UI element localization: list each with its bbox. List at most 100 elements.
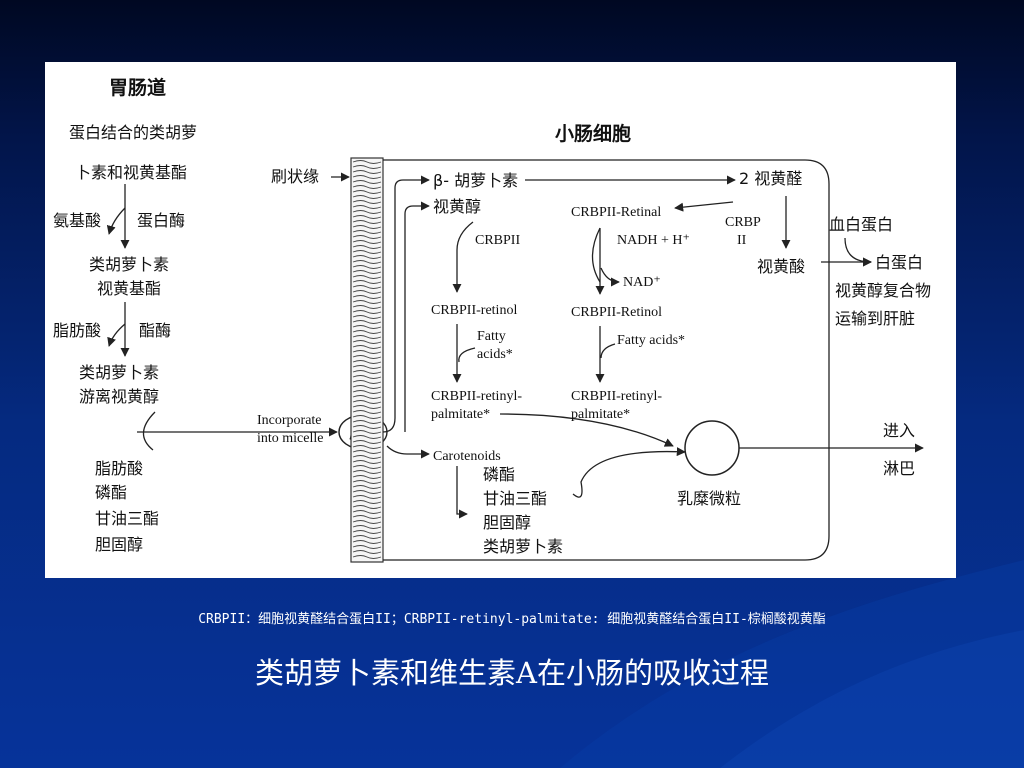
villus-line — [352, 410, 382, 414]
arrow-to-nad — [600, 267, 620, 287]
crbpii-retinyl-right-line2: palmitate* — [571, 407, 630, 422]
crbpii-retinyl-right-line1: CRBPII-retinyl- — [571, 389, 662, 404]
diagram-panel: 胃肠道 蛋白结合的类胡萝 卜素和视黄基酯 氨基酸 蛋白酶 类胡萝卜素 视黄基酯 … — [45, 62, 956, 578]
carotenoids-label: Carotenoids — [433, 449, 501, 464]
crbpii-retinal-label: CRBPII-Retinal — [571, 205, 661, 220]
fatty-acids-left-line1: Fatty — [477, 329, 506, 344]
villus-line — [352, 215, 382, 219]
villus-line — [352, 470, 382, 474]
villus-line — [352, 345, 382, 349]
villus-line — [352, 185, 382, 189]
villus-line — [352, 385, 382, 389]
arrow-retinol-to-crbpii — [452, 221, 474, 293]
crbpii-retinol-right: CRBPII-Retinol — [571, 305, 662, 320]
carotenoid-ester-line2: 视黄基酯 — [97, 279, 161, 298]
villus-line — [352, 300, 382, 304]
beta-carotene-label: β- 胡萝卜素 — [433, 171, 518, 190]
lipid-fatty-acid: 脂肪酸 — [95, 459, 143, 478]
carotenoid-ester-line1: 类胡萝卜素 — [89, 255, 169, 274]
complex-line2: 运输到肝脏 — [835, 309, 915, 328]
albumin-source-label: 血白蛋白 — [829, 215, 893, 234]
villus-line — [352, 320, 382, 324]
villus-line — [352, 180, 382, 184]
villus-line — [352, 380, 382, 384]
crbpii-retinyl-left-line2: palmitate* — [431, 407, 490, 422]
villus-line — [352, 440, 382, 444]
villus-line — [352, 530, 382, 534]
villus-line — [352, 170, 382, 174]
lymph-label: 淋巴 — [883, 459, 915, 478]
villus-line — [352, 315, 382, 319]
free-retinol-line2: 游离视黄醇 — [79, 387, 159, 406]
retinol-label: 视黄醇 — [433, 197, 481, 216]
villus-line — [352, 405, 382, 409]
protein-bound-line1: 蛋白结合的类胡萝 — [69, 123, 197, 142]
right-fatty-acid-curve — [600, 343, 616, 359]
villus-line — [352, 415, 382, 419]
crbp-line2: II — [737, 233, 747, 248]
villus-line — [352, 205, 382, 209]
villus-line — [352, 465, 382, 469]
product-triglyceride: 甘油三酯 — [483, 489, 547, 508]
arrow-to-beta-carotene — [382, 175, 430, 433]
brush-border — [350, 157, 384, 563]
villus-line — [352, 500, 382, 504]
villus-line — [352, 525, 382, 529]
lipid-phospholipid: 磷酯 — [95, 483, 127, 502]
incorporate-line2: into micelle — [257, 431, 323, 446]
villus-line — [352, 515, 382, 519]
villus-line — [352, 275, 382, 279]
villus-line — [352, 220, 382, 224]
lipid-join-curve — [142, 411, 156, 451]
villus-line — [352, 200, 382, 204]
footnote: CRBPII：细胞视黄醛结合蛋白II；CRBPII-retinyl-palmit… — [198, 612, 826, 627]
villus-line — [352, 370, 382, 374]
villus-line — [352, 295, 382, 299]
villus-line — [352, 355, 382, 359]
villus-line — [352, 535, 382, 539]
crbpii-label: CRBPII — [475, 233, 520, 248]
amino-acids-label: 氨基酸 — [53, 211, 101, 230]
villus-line — [352, 280, 382, 284]
cell-title: 小肠细胞 — [555, 122, 631, 145]
villus-line — [352, 510, 382, 514]
arrow-to-retinol — [404, 201, 430, 432]
enter-label: 进入 — [883, 421, 915, 440]
villus-line — [352, 235, 382, 239]
crbp-line1: CRBP — [725, 215, 761, 230]
fatty-acids-left-line2: acids* — [477, 347, 513, 362]
product-carotenoid: 类胡萝卜素 — [483, 537, 563, 556]
arrow-albumin-join — [844, 237, 872, 267]
left-fatty-acid-curve — [458, 347, 476, 363]
crbpii-retinol-left: CRBPII-retinol — [431, 303, 517, 318]
fatty-acid-label: 脂肪酸 — [53, 321, 101, 340]
albumin-label: 白蛋白 — [875, 253, 923, 272]
villus-line — [352, 160, 382, 164]
villus-line — [352, 310, 382, 314]
chylomicron-circle — [684, 420, 740, 476]
villus-line — [352, 375, 382, 379]
brush-border-villi — [352, 160, 382, 559]
villus-line — [352, 285, 382, 289]
villus-line — [352, 340, 382, 344]
villus-line — [352, 435, 382, 439]
retinoic-acid-label: 视黄酸 — [757, 257, 805, 276]
villus-line — [352, 475, 382, 479]
villus-line — [352, 230, 382, 234]
villus-line — [352, 445, 382, 449]
villus-line — [352, 255, 382, 259]
villus-line — [352, 260, 382, 264]
villus-line — [352, 335, 382, 339]
slide-title: 类胡萝卜素和维生素A在小肠的吸收过程 — [255, 656, 769, 690]
arrow-left-to-chylomicron — [499, 413, 674, 447]
villus-line — [352, 460, 382, 464]
villus-line — [352, 225, 382, 229]
villus-line — [352, 400, 382, 404]
villus-line — [352, 270, 382, 274]
villus-line — [352, 240, 382, 244]
gi-tract-title: 胃肠道 — [109, 76, 166, 99]
villus-line — [352, 175, 382, 179]
villus-line — [352, 350, 382, 354]
villus-line — [352, 505, 382, 509]
